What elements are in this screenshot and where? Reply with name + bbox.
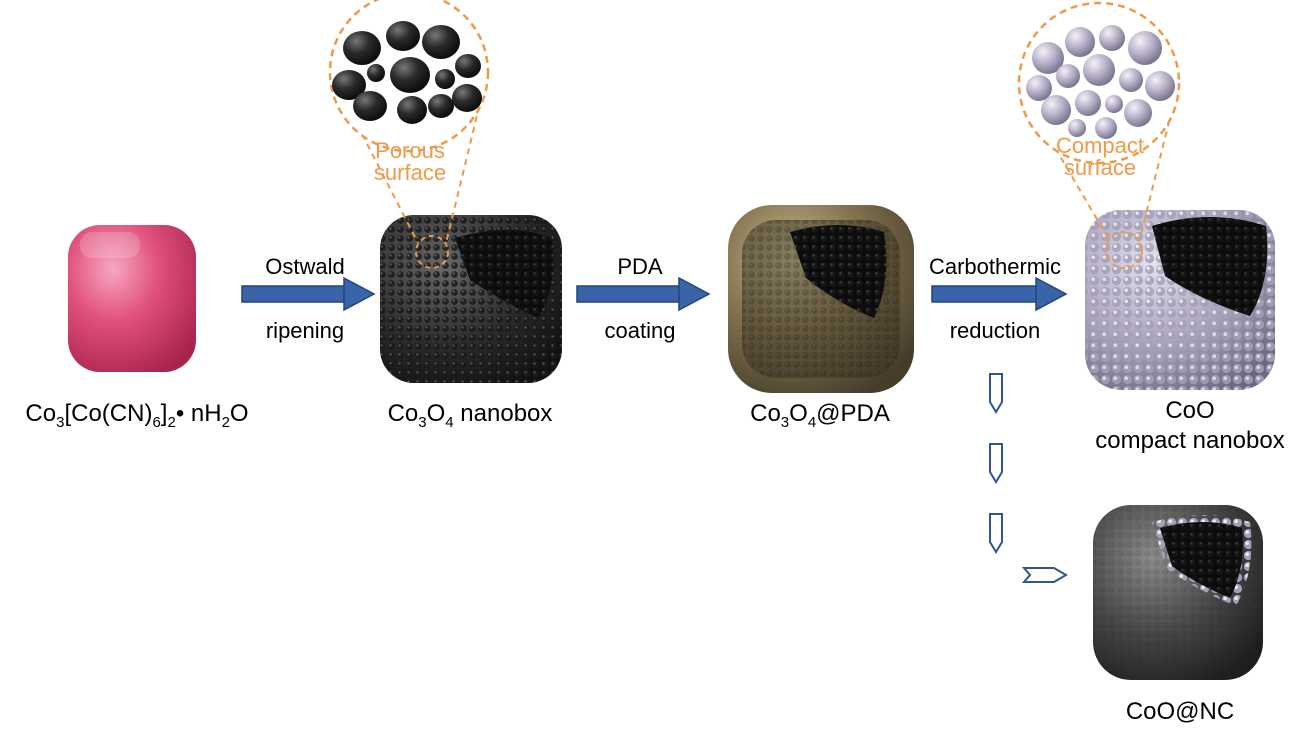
formula-part: @PDA [816, 400, 890, 427]
step-2-top: PDA [617, 254, 663, 279]
step-3-top: Carbothermic [928, 254, 1062, 279]
formula-sub: 4 [445, 413, 454, 431]
formula-sub: 3 [780, 413, 790, 431]
arrow-2-icon [576, 276, 711, 312]
zoom-label-line1: Porous [375, 138, 445, 163]
zoom-label-line2: surface [373, 160, 447, 185]
co3o4-nanobox-icon [380, 215, 562, 383]
formula-part: O [229, 400, 249, 427]
step-2-bottom: coating [604, 318, 676, 343]
arrow-1-icon [241, 276, 376, 312]
formula-sub: 6 [152, 413, 161, 431]
formula-part: Co [25, 400, 57, 427]
formula-part: Co [387, 400, 419, 427]
coo-label-line2: compact nanobox [1095, 427, 1285, 454]
precursor-label: Co3[Co(CN)6]2• nH2O [2, 400, 272, 431]
formula-part: O [789, 400, 808, 427]
formula-part: O [426, 400, 446, 427]
formula-part: • nH [175, 400, 222, 427]
chevron-arrow-icon [989, 373, 1068, 583]
formula-part: ] [160, 400, 168, 427]
formula-sub: 3 [418, 413, 427, 431]
coo-nc-icon [1093, 505, 1263, 680]
formula-sub: 4 [807, 413, 817, 431]
porous-zoom-icon [328, 0, 490, 244]
coo-nanobox-icon [1085, 210, 1275, 390]
co3o4-pda-label: Co3O4@PDA [720, 400, 920, 431]
zoom-label-line1: Compact [1055, 133, 1145, 158]
formula-sub: 3 [56, 413, 65, 431]
compact-zoom-icon [1017, 1, 1181, 239]
formula-sub: 2 [221, 413, 230, 431]
step-1-top: Ostwald [265, 254, 345, 279]
co3o4-label: Co3O4 nanobox [365, 400, 575, 431]
zoom-label-line2: surface [1063, 155, 1137, 180]
precursor-cube-icon [68, 225, 196, 372]
compact-surface-label: Compact surface [1035, 135, 1165, 179]
step-3-bottom: reduction [949, 318, 1041, 343]
coo-label: CoO compact nanobox [1090, 396, 1290, 456]
formula-part: nanobox [453, 400, 553, 427]
coo-nc-label: CoO@NC [1125, 698, 1235, 725]
coo-label-line1: CoO [1165, 397, 1215, 424]
formula-part: Co [750, 400, 781, 427]
formula-sub: 2 [167, 413, 176, 431]
formula-part: [Co(CN) [64, 400, 153, 427]
arrow-3-icon [931, 276, 1068, 312]
co3o4-pda-icon [728, 205, 914, 393]
porous-surface-label: Porous surface [345, 140, 475, 184]
step-1-bottom: ripening [265, 318, 345, 343]
